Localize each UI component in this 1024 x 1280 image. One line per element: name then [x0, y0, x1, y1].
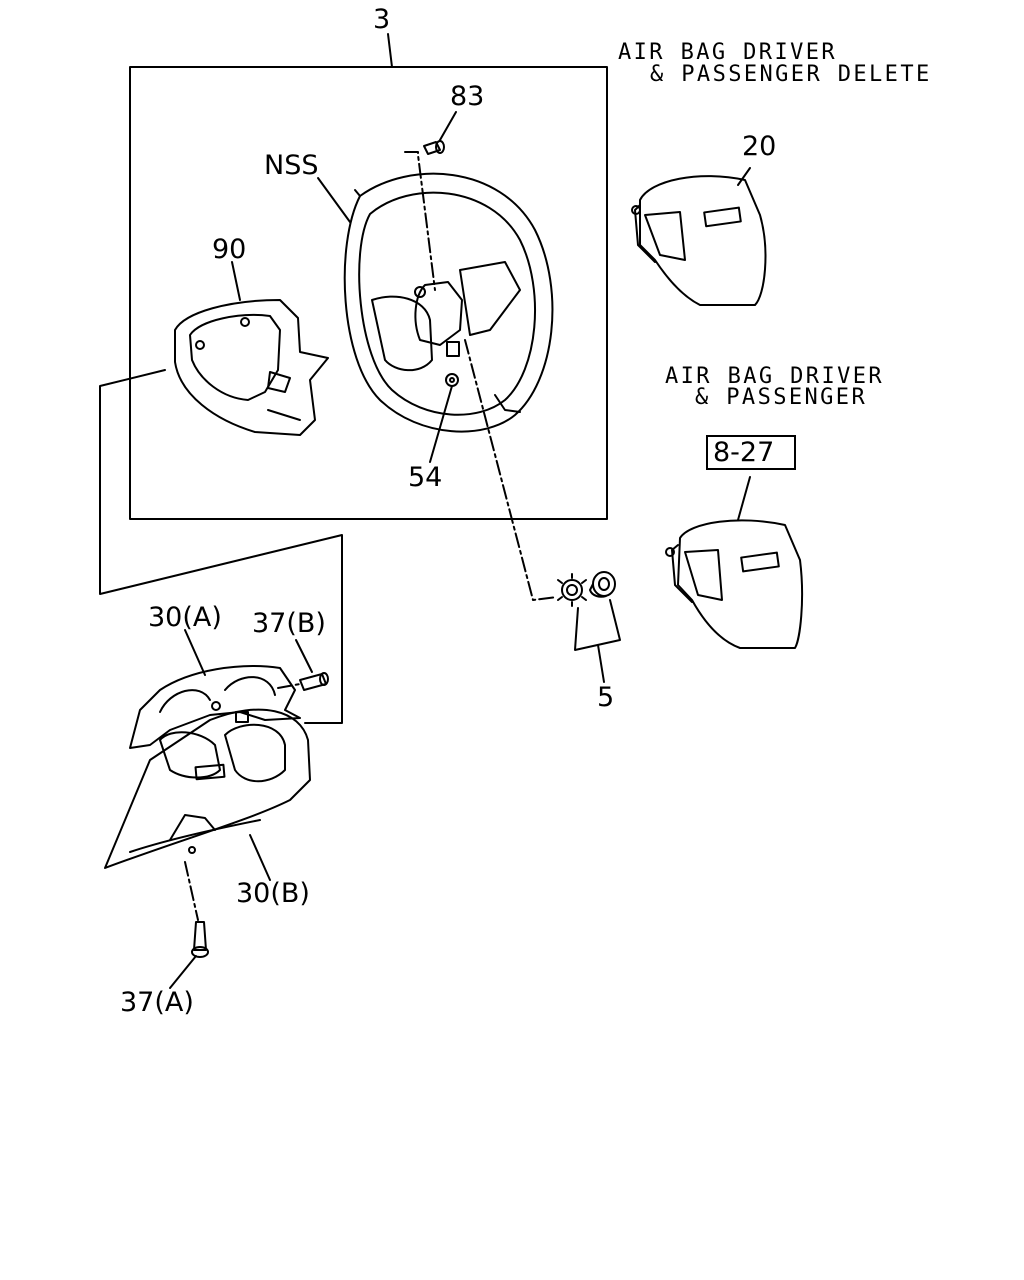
steering-wheel-group-box [129, 66, 608, 520]
leader-54 [429, 385, 453, 463]
callout-30a: 30(A) [148, 602, 222, 633]
callout-8-27: 8-27 [713, 437, 775, 468]
callout-nss: NSS [264, 150, 319, 181]
screw-37b-drawing [299, 672, 329, 691]
leader-nss [317, 177, 351, 223]
note-with-line1: AIR BAG DRIVER [665, 364, 885, 389]
callout-30b: 30(B) [236, 878, 310, 909]
screw-83-drawing [423, 140, 445, 155]
column-cover-lower-drawing [104, 708, 311, 869]
callout-37b: 37(B) [252, 608, 326, 639]
leader-5-stem [597, 644, 605, 683]
leader-8-27 [737, 476, 751, 521]
leader-83 [439, 111, 457, 141]
group-connector-left [99, 369, 343, 724]
leader-30a [184, 629, 206, 676]
axis-83 [404, 151, 436, 291]
nut-washer-5-drawing [557, 571, 616, 607]
note-with-line2: & PASSENGER [695, 385, 868, 410]
leader-37b [295, 639, 313, 673]
axis-5 [464, 339, 558, 601]
note-delete-line1: AIR BAG DRIVER [618, 40, 838, 65]
cover-90-drawing [174, 299, 329, 436]
horn-pad-20-drawing [631, 175, 767, 306]
column-cover-upper-drawing [129, 665, 301, 749]
callout-20: 20 [742, 131, 777, 162]
callout-90: 90 [212, 234, 247, 265]
callout-3: 3 [373, 4, 391, 35]
axis-37a [184, 861, 199, 921]
steering-wheel-drawing [343, 172, 554, 433]
airbag-module-drawing [665, 519, 804, 649]
leader-90 [231, 261, 241, 301]
callout-37a: 37(A) [120, 987, 194, 1018]
leader-20 [737, 167, 751, 186]
note-delete-line2: & PASSENGER DELETE [650, 62, 932, 87]
callout-83: 83 [450, 81, 485, 112]
leader-37a [169, 955, 197, 989]
leader-30b [249, 834, 271, 881]
callout-5: 5 [597, 682, 615, 713]
screw-37a-drawing [191, 921, 209, 958]
leader-3 [387, 33, 393, 68]
ref-8-27-box [706, 435, 796, 470]
callout-54: 54 [408, 462, 443, 493]
axis-37b [277, 683, 301, 689]
leader-5 [574, 599, 621, 651]
